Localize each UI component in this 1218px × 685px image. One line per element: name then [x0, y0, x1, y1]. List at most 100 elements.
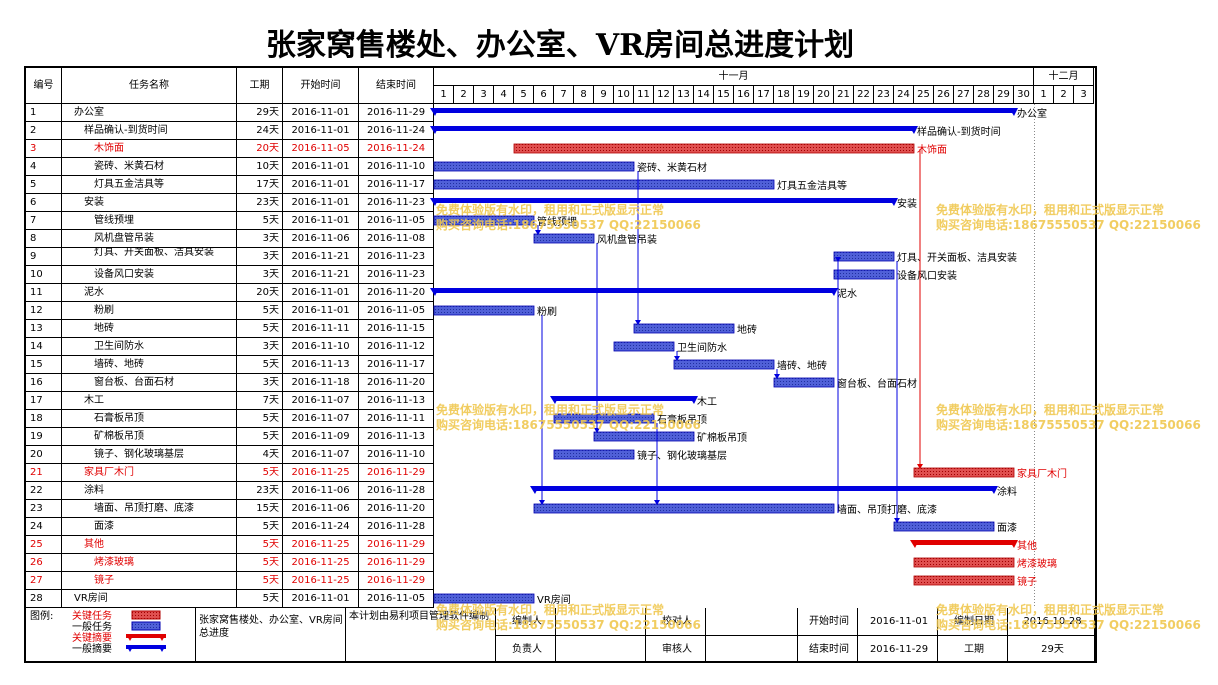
task-end: 2016-11-17	[359, 176, 434, 194]
day-header: 24	[894, 86, 914, 104]
day-header: 2	[1054, 86, 1074, 104]
task-bar-label: 木工	[697, 396, 717, 408]
task-end: 2016-11-15	[359, 320, 434, 338]
task-duration: 23天	[237, 194, 283, 212]
footer-dur-label: 工期	[938, 635, 1008, 663]
task-id: 26	[26, 554, 62, 572]
day-header: 6	[534, 86, 554, 104]
day-header: 3	[1074, 86, 1094, 104]
task-end: 2016-11-29	[359, 572, 434, 590]
legend-label: 一般任务	[72, 622, 112, 633]
dependency-arrow-head	[674, 356, 680, 361]
legend-cap	[126, 634, 134, 641]
day-header: 20	[814, 86, 834, 104]
task-bar-label: 涂料	[997, 485, 1017, 498]
footer-end-value: 2016-11-29	[858, 635, 938, 663]
task-end: 2016-11-05	[359, 302, 434, 320]
task-bar	[433, 215, 535, 226]
legend-title: 图例:	[30, 611, 54, 622]
task-end: 2016-11-23	[359, 248, 434, 266]
footer-owner-value	[556, 635, 646, 663]
task-id: 5	[26, 176, 62, 194]
task-duration: 15天	[237, 500, 283, 518]
task-name: 管线预埋	[62, 212, 237, 230]
task-id: 1	[26, 104, 62, 122]
task-duration: 20天	[237, 140, 283, 158]
task-name: 设备风口安装	[62, 266, 237, 284]
summary-cap	[550, 396, 559, 404]
task-name: 木饰面	[62, 140, 237, 158]
task-id: 3	[26, 140, 62, 158]
day-header: 21	[834, 86, 854, 104]
task-bar	[773, 377, 835, 388]
summary-cap	[430, 288, 439, 296]
task-start: 2016-11-01	[283, 284, 359, 302]
day-header: 2	[454, 86, 474, 104]
footer-end-label: 结束时间	[798, 635, 858, 663]
task-id: 23	[26, 500, 62, 518]
task-start: 2016-11-01	[283, 194, 359, 212]
task-bar	[613, 341, 675, 352]
dependency-arrow-head	[774, 374, 780, 379]
task-id: 8	[26, 230, 62, 248]
task-id: 10	[26, 266, 62, 284]
day-header: 14	[694, 86, 714, 104]
task-id: 19	[26, 428, 62, 446]
task-duration: 5天	[237, 302, 283, 320]
footer-review-label: 校对人	[646, 608, 706, 636]
summary-cap	[889, 198, 898, 206]
day-header: 13	[674, 86, 694, 104]
task-start: 2016-11-01	[283, 122, 359, 140]
day-header: 18	[774, 86, 794, 104]
task-id: 9	[26, 248, 62, 266]
task-duration: 5天	[237, 320, 283, 338]
task-name: 样品确认-到货时间	[62, 122, 237, 140]
task-start: 2016-11-10	[283, 338, 359, 356]
summary-cap	[430, 198, 439, 206]
month-header: 十二月	[1034, 68, 1094, 86]
task-bar-label: 设备风口安装	[897, 269, 957, 282]
task-id: 24	[26, 518, 62, 536]
task-end: 2016-11-23	[359, 266, 434, 284]
task-duration: 5天	[237, 356, 283, 374]
task-bar	[893, 521, 995, 532]
task-bar	[913, 467, 1015, 478]
day-header: 11	[634, 86, 654, 104]
summary-cap	[1009, 108, 1018, 116]
summary-bar	[534, 486, 994, 491]
task-start: 2016-11-25	[283, 536, 359, 554]
task-bar-label: 卫生间防水	[677, 341, 727, 354]
task-end: 2016-11-08	[359, 230, 434, 248]
dependency-arrow-head	[917, 464, 923, 469]
summary-cap	[430, 126, 439, 134]
task-bar-label: 其他	[1017, 539, 1037, 552]
summary-bar	[434, 108, 1014, 113]
day-header: 23	[874, 86, 894, 104]
legend-cap	[126, 645, 134, 652]
task-bar-label: 灯具五金洁具等	[777, 179, 847, 192]
footer-project-name: 张家窝售楼处、办公室、VR房间总进度	[196, 608, 346, 663]
task-id: 13	[26, 320, 62, 338]
task-name: 墙面、吊顶打磨、底漆	[62, 500, 237, 518]
legend-cap	[158, 634, 166, 641]
task-name: 粉刷	[62, 302, 237, 320]
task-end: 2016-11-10	[359, 446, 434, 464]
task-bar	[513, 143, 915, 154]
task-end: 2016-11-28	[359, 518, 434, 536]
task-bar	[633, 323, 735, 334]
task-start: 2016-11-13	[283, 356, 359, 374]
dependency-arrow-head	[539, 500, 545, 505]
task-start: 2016-11-05	[283, 140, 359, 158]
task-duration: 24天	[237, 122, 283, 140]
day-header: 26	[934, 86, 954, 104]
task-id: 2	[26, 122, 62, 140]
task-start: 2016-11-25	[283, 464, 359, 482]
task-start: 2016-11-06	[283, 230, 359, 248]
task-name: 烤漆玻璃	[62, 554, 237, 572]
summary-cap	[430, 108, 439, 116]
dependency-arrow-head	[594, 428, 600, 433]
task-end: 2016-11-13	[359, 392, 434, 410]
footer-date-label: 编制日期	[938, 608, 1008, 636]
day-header: 8	[574, 86, 594, 104]
summary-bar	[434, 126, 914, 131]
